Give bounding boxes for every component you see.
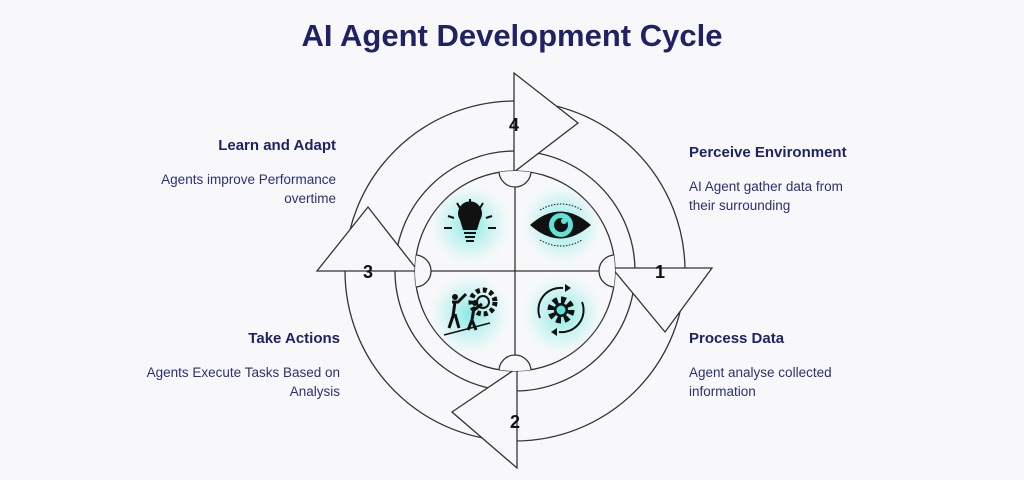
step-heading: Perceive Environment <box>689 144 847 161</box>
page-title: AI Agent Development Cycle <box>301 18 723 53</box>
step-number-3: 3 <box>363 262 373 282</box>
step-description: Agent analyse collected information <box>689 365 832 399</box>
arrow-3 <box>315 205 420 272</box>
eye-icon <box>530 203 591 247</box>
step-description: Agents improve Performance overtime <box>161 172 336 206</box>
step-heading: Take Actions <box>248 330 340 347</box>
step-process: Process Data Agent analyse collected inf… <box>689 330 929 401</box>
step-description: AI Agent gather data from their surround… <box>689 179 843 213</box>
step-number-4: 4 <box>509 115 519 135</box>
arrow-4 <box>513 71 580 174</box>
step-number-1: 1 <box>655 262 665 282</box>
arrow-1 <box>610 267 714 334</box>
teamwork-gear-icon <box>443 287 498 336</box>
step-number-2: 2 <box>510 412 520 432</box>
step-perceive: Perceive Environment AI Agent gather dat… <box>689 144 929 215</box>
glow <box>425 269 515 359</box>
gear-cycle-icon <box>537 284 585 336</box>
lightbulb-icon <box>444 199 496 242</box>
step-description: Agents Execute Tasks Based on Analysis <box>146 365 340 399</box>
arrow-2 <box>450 366 518 470</box>
step-heading: Process Data <box>689 330 785 347</box>
step-heading: Learn and Adapt <box>218 137 336 154</box>
step-learn: Learn and Adapt Agents improve Performan… <box>96 137 336 208</box>
step-actions: Take Actions Agents Execute Tasks Based … <box>100 330 340 401</box>
